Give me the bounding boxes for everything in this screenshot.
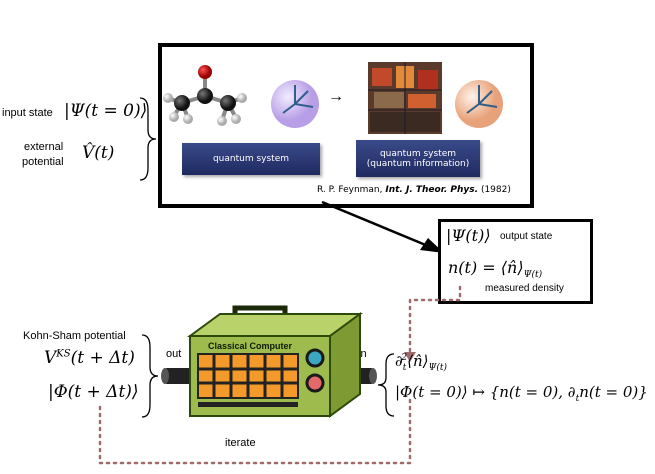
density-expr: n(t) = ⟨n̂⟩ <box>448 258 524 277</box>
map-expr: |Φ(t = 0)⟩ ↦ {n(t = 0), ∂ <box>395 383 576 401</box>
ks-brace <box>141 334 159 418</box>
citation-author: R. P. Feynman, <box>317 185 386 195</box>
bloch-sphere-purple-icon <box>271 80 319 128</box>
input-brace <box>377 353 395 417</box>
density-label: measured density <box>485 283 564 294</box>
density-math: n(t) = ⟨n̂⟩Ψ(t) <box>448 258 542 280</box>
ks-state-math: |Φ(t + Δt)⟩ <box>48 382 139 402</box>
ks-potential-math: VKS(t + Δt) <box>44 348 135 368</box>
external-label-1: external <box>24 141 64 153</box>
ks-sup: KS <box>56 348 71 360</box>
in-label: in <box>358 348 367 360</box>
citation: R. P. Feynman, Int. J. Theor. Phys. (198… <box>317 185 511 195</box>
quantum-info-line1: quantum system <box>379 148 457 159</box>
deriv-sub: t <box>402 363 407 373</box>
citation-year: (1982) <box>478 185 511 195</box>
deriv-sup: 2 <box>401 353 408 363</box>
input-state-math: |Ψ(t = 0)⟩ <box>64 101 148 121</box>
input-state-label: input state <box>2 107 53 119</box>
output-state-math: |Ψ(t)⟩ <box>446 226 491 245</box>
external-potential-math: V̂(t) <box>82 143 115 163</box>
deriv-rest: ⟨n̂⟩ <box>407 352 429 370</box>
output-state-label: output state <box>500 231 553 242</box>
citation-journal: Int. J. Theor. Phys. <box>385 185 479 195</box>
left-brace <box>139 97 157 181</box>
classical-computer: Classical Computer <box>161 305 377 418</box>
bloch-sphere-orange-icon <box>455 80 503 128</box>
ks-arg: (t + Δt) <box>70 348 135 368</box>
density-sub: Ψ(t) <box>523 270 543 281</box>
deriv-subscript: Ψ(t) <box>428 363 448 373</box>
kohn-sham-label: Kohn-Sham potential <box>23 330 126 342</box>
ks-v: V <box>44 348 57 368</box>
quantum-computer-photo <box>368 62 442 134</box>
deriv-math: ∂t2⟨n̂⟩Ψ(t) <box>395 352 447 373</box>
deriv-symbol: ∂ <box>395 352 403 370</box>
iterate-label: iterate <box>225 437 256 449</box>
quantum-info-box: quantum system (quantum information) <box>356 140 480 177</box>
out-label: out <box>166 348 182 360</box>
output-box <box>438 219 593 304</box>
arrow-glyph: → <box>328 88 344 105</box>
external-label-2: potential <box>22 156 64 168</box>
map-rest: n(t = 0)} <box>579 383 648 401</box>
molecule-image <box>163 65 247 126</box>
computer-title: Classical Computer <box>208 341 293 351</box>
quantum-system-box: quantum system <box>182 143 320 175</box>
map-sub: t <box>575 394 580 404</box>
quantum-info-line2: (quantum information) <box>366 158 470 169</box>
map-math: |Φ(t = 0)⟩ ↦ {n(t = 0), ∂tn(t = 0)} <box>395 383 648 404</box>
quantum-system-label: quantum system <box>212 154 290 164</box>
